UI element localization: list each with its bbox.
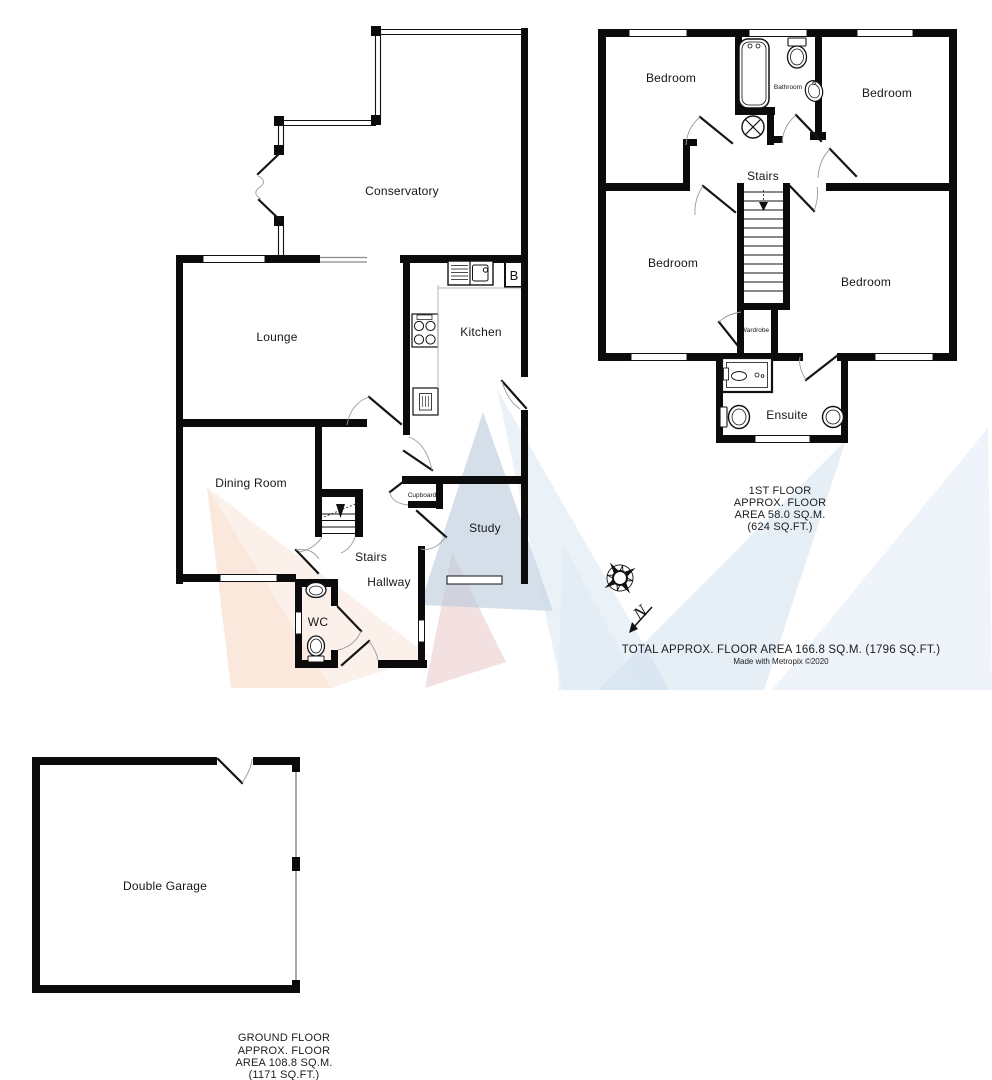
ff-windows (628, 29, 934, 443)
front-door-leaf (340, 639, 371, 667)
bedroom-tr-door-leaf (828, 147, 858, 178)
kitchen-door-leaf (402, 449, 434, 472)
room-label-kitchen: Kitchen (460, 325, 501, 339)
garage-walls (32, 757, 300, 993)
hob (411, 313, 439, 348)
gf-walls (176, 28, 528, 668)
garage-door-leaf (216, 757, 244, 785)
room-label-hallway: Hallway (367, 575, 410, 589)
wc-basin (305, 581, 327, 599)
bathroom-basin (804, 80, 824, 102)
room-label-bedroom-br: Bedroom (841, 275, 891, 289)
cupboard-door-leaf (388, 476, 410, 494)
dining-door-leaf (294, 548, 320, 575)
lounge-conservatory-window (320, 256, 367, 263)
gf-conservatory-glass (255, 26, 521, 256)
ground-floor-area-line-4: (1171 SQ.FT.) (249, 1069, 320, 1080)
wc-toilet (306, 635, 326, 663)
wardrobe-door-leaf (717, 320, 744, 353)
kitchen-counter (437, 285, 521, 388)
ff-stairs-symbol (744, 190, 783, 292)
first-floor-area-line-4: (624 SQ.FT.) (747, 521, 812, 533)
first-floor-area-line-3: AREA 58.0 SQ.M. (734, 509, 825, 521)
credit-label: Made with Metropix ©2020 (733, 657, 829, 666)
room-label-lounge: Lounge (256, 330, 297, 344)
room-label-bedroom-tl: Bedroom (646, 71, 696, 85)
conservatory-door-leaf (256, 151, 282, 176)
wc-door-leaf (336, 605, 363, 633)
bedroom-bl-door-leaf (701, 184, 737, 214)
room-label-bathroom: Bathroom (774, 84, 802, 91)
room-label-ensuite: Ensuite (766, 408, 808, 422)
gf-doors (294, 379, 528, 667)
room-label-wc: WC (308, 615, 329, 629)
ground-floor-area-line-3: AREA 108.8 SQ.M. (235, 1057, 332, 1069)
bathroom-toilet (786, 37, 808, 69)
ensuite-toilet (719, 404, 751, 430)
ensuite-basin (821, 405, 845, 429)
ground-floor-area-line-2: APPROX. FLOOR (238, 1045, 330, 1057)
conservatory-door-leaf (257, 198, 283, 223)
room-label-dining-room: Dining Room (215, 476, 287, 490)
ground-floor-plan: B Conservatory Lounge Kitchen Dini (176, 26, 528, 668)
room-label-bedroom-bl: Bedroom (648, 256, 698, 270)
boiler-label: B (510, 268, 519, 283)
room-label-wardrobe: Wardrobe (741, 327, 770, 334)
north-arrow (632, 606, 653, 629)
back-door-leaf (500, 379, 528, 410)
gf-stairs-symbol (322, 502, 359, 534)
gf-windows (202, 255, 503, 643)
room-label-cupboard: Cupboard (408, 492, 437, 499)
north-arrowhead (629, 622, 638, 633)
garage-plan: Double Garage (32, 757, 300, 993)
conservatory-door-arc (255, 175, 264, 200)
room-label-study: Study (469, 521, 501, 535)
room-label-ff-stairs: Stairs (747, 169, 779, 183)
ff-doors (685, 113, 858, 382)
ensuite-shower (720, 356, 774, 394)
kitchen-appliance (412, 387, 439, 416)
room-label-conservatory: Conservatory (365, 184, 439, 198)
bedroom-tl-door-leaf (698, 115, 734, 145)
room-label-gf-stairs: Stairs (355, 550, 387, 564)
north-label: N (628, 600, 652, 624)
bedroom-br-door-leaf (787, 183, 816, 213)
captions: 1ST FLOOR APPROX. FLOOR AREA 58.0 SQ.M. … (235, 485, 940, 1080)
first-floor-area-line-2: APPROX. FLOOR (734, 497, 826, 509)
bathroom-door-leaf (794, 113, 823, 143)
boiler-cupboard: B (504, 261, 524, 288)
ff-walls (598, 29, 957, 443)
ground-floor-area-line-1: GROUND FLOOR (238, 1032, 330, 1044)
first-floor-area-line-1: 1ST FLOOR (749, 485, 812, 497)
ensuite-door-leaf (804, 353, 840, 382)
bathtub (738, 38, 770, 109)
shower-unit (741, 115, 765, 139)
room-label-bedroom-tr: Bedroom (862, 86, 912, 100)
lounge-door-leaf (367, 395, 403, 426)
kitchen-sink (447, 260, 494, 286)
total-area-label: TOTAL APPROX. FLOOR AREA 166.8 SQ.M. (17… (622, 644, 940, 656)
study-door-leaf (415, 509, 448, 539)
first-floor-plan: Bedroom Bedroom Bedroom Bedroom Stairs B… (598, 29, 957, 443)
room-label-double-garage: Double Garage (123, 879, 207, 893)
